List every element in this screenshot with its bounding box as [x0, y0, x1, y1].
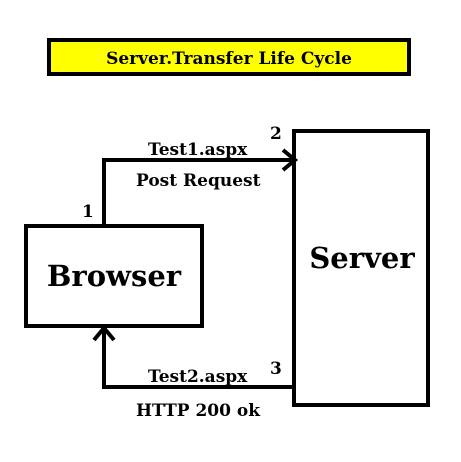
response-arrow: [102, 329, 294, 389]
browser-node: [24, 224, 204, 328]
step-number-2: 2: [270, 124, 282, 144]
response-arrowhead: [92, 324, 116, 342]
step-number-3: 3: [270, 359, 282, 379]
step-number-1: 1: [82, 202, 94, 222]
server-label: Server: [309, 241, 415, 275]
title-banner: [47, 38, 411, 76]
request-page-label: Test1.aspx: [148, 140, 248, 160]
diagram-title: Server.Transfer Life Cycle: [106, 49, 352, 69]
request-method-label: Post Request: [136, 171, 261, 191]
browser-label: Browser: [47, 259, 182, 293]
response-page-label: Test2.aspx: [148, 367, 248, 387]
request-arrow: [102, 158, 293, 226]
server-node: [292, 129, 430, 407]
response-status-label: HTTP 200 ok: [136, 401, 261, 421]
request-arrowhead: [281, 148, 299, 172]
